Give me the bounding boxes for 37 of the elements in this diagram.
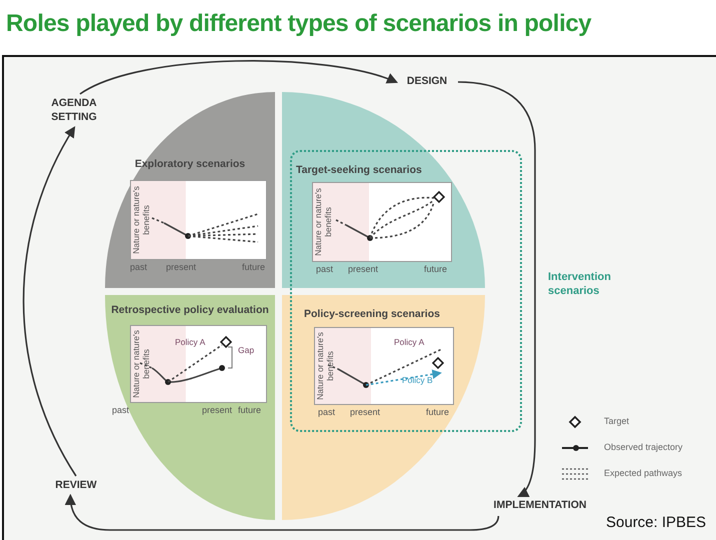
tick-label: future (426, 407, 450, 417)
axis-label: Nature or nature's benefits (313, 187, 334, 258)
axis-label: Nature or nature's benefits (315, 331, 336, 402)
tick-label: future (238, 405, 262, 415)
tick-label: present (202, 405, 232, 415)
tick-label: past (112, 405, 130, 415)
line-label: Policy B (402, 375, 433, 385)
legend-text: Expected pathways (604, 468, 682, 478)
line-label: Policy A (394, 337, 424, 347)
tick-label: present (350, 407, 380, 417)
legend-text: Observed trajectory (604, 442, 683, 452)
tick-label: past (130, 262, 148, 272)
cycle-arrow (80, 60, 398, 95)
cycle-arrow (65, 494, 500, 531)
source-note: Source: IPBES (606, 514, 706, 531)
stage-label: AGENDA SETTING (44, 96, 104, 126)
tick-label: present (166, 262, 196, 272)
stage-label: REVIEW (48, 478, 104, 494)
title: Roles played by different types of scenarios in policy (6, 10, 592, 38)
tick-label: past (316, 264, 334, 274)
cycle-arrow (458, 81, 536, 498)
tick-label: present (348, 264, 378, 274)
line-label: Policy A (175, 337, 206, 347)
quadrant-title: Policy-screening scenarios (304, 308, 440, 320)
axis-label: Nature or nature's benefits (131, 329, 152, 400)
tick-label: future (424, 264, 448, 274)
axis-label: Nature or nature's benefits (131, 185, 152, 256)
stage-label: IMPLEMENTATION (488, 498, 592, 514)
group-label: Intervention scenarios (548, 270, 612, 298)
quadrant-title: Retrospective policy evaluation (110, 304, 270, 316)
tick-label: future (242, 262, 266, 272)
legend-text: Target (604, 416, 630, 426)
quadrant-title: Target-seeking scenarios (296, 164, 422, 176)
stage-label: DESIGN (398, 74, 456, 90)
cycle-arrow (23, 126, 77, 476)
tick-label: past (318, 407, 336, 417)
line-label: Gap (238, 345, 254, 355)
